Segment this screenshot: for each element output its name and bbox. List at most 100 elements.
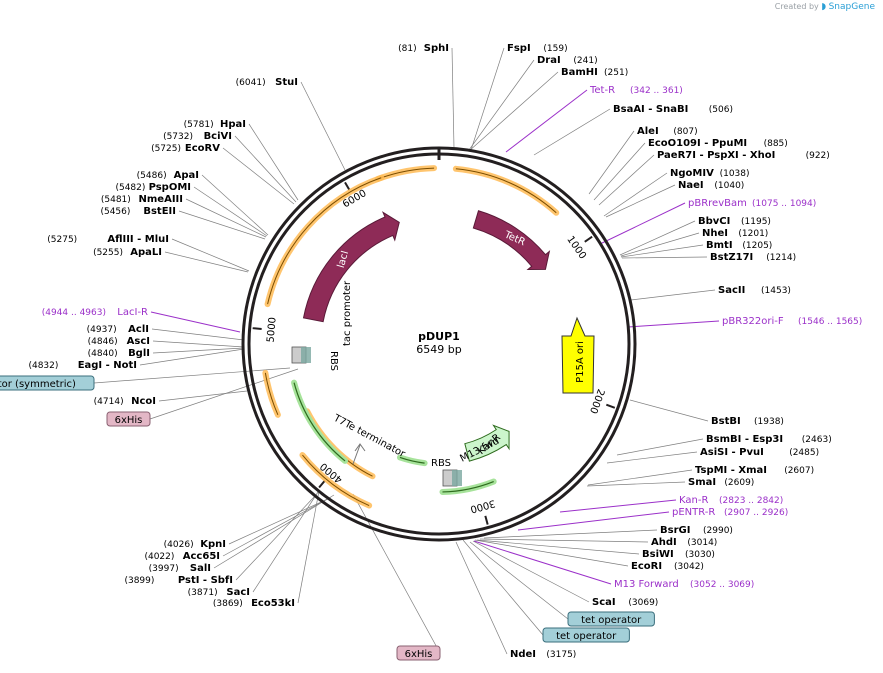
right-label-naei-9-pos: (1040) [714, 181, 744, 191]
left-label-acc65i-20-pos: (4022) [144, 552, 174, 562]
right-label-sacii-15-name: SacII [718, 285, 745, 296]
left-label-sphi-0-pos: (81) [398, 44, 416, 54]
terminator-glyph [352, 444, 361, 465]
left-label-apali-10-name: ApaLI [130, 247, 162, 258]
right-label-ecoo109i-ppumi-6-leader [593, 142, 646, 201]
right-label-bmti-13-leader [620, 244, 704, 258]
left-label-nmeaiii-7-leader [185, 198, 267, 238]
right-label-pentr-r-23-pos: (2907 .. 2926) [724, 508, 788, 518]
left-label-bsteii-8-name: BstEII [143, 206, 176, 217]
right-label-fspi-0-name: FspI [507, 43, 531, 54]
right-label-fspi-0-leader [470, 47, 505, 151]
right-label-asisi-pvui-19: AsiSI - PvuI(2485) [700, 447, 819, 458]
left-label-hpai-2-leader [248, 123, 299, 201]
laci-label: lacI [336, 250, 351, 270]
watermark: Created by ◗ SnapGene [775, 2, 875, 12]
right-label-tspmi-xmai-20-pos: (2607) [784, 466, 814, 476]
right-label-naei-9: NaeI(1040) [678, 180, 744, 191]
left-label-6xhis-25-box [396, 645, 441, 661]
right-label-bamhi-2: BamHI(251) [561, 67, 628, 78]
left-label-acc65i-20: Acc65I(4022) [144, 551, 220, 562]
left-label-nmeaiii-7-name: NmeAIII [139, 194, 183, 205]
left-label-acli-12: AclI(4937) [87, 324, 149, 335]
right-label-bstbi-17-name: BstBI [711, 416, 741, 427]
left-label-saci-23: SacI(3871) [188, 587, 250, 598]
plasmid-length: 6549 bp [416, 343, 461, 356]
right-label-asisi-pvui-19-leader [606, 451, 698, 464]
right-label-bbvci-11-pos: (1195) [741, 217, 771, 227]
right-label-pbrrevbam-10-name: pBRrevBam [688, 198, 747, 209]
left-label-apali-10-pos: (5255) [93, 248, 123, 258]
right-label-kan-r-22-pos: (2823 .. 2842) [719, 496, 783, 506]
right-label-sacii-15-pos: (1453) [761, 286, 791, 296]
left-label-laci-r-11-name: LacI-R [117, 307, 148, 318]
right-label-m13-forward-28-name: M13 Forward [614, 579, 679, 590]
left-label-pspomi-6-leader [193, 186, 268, 237]
right-label-smai-21-name: SmaI [688, 477, 716, 488]
right-label-bmti-13: BmtI(1205) [706, 240, 772, 251]
left-label-sali-21-leader [213, 494, 335, 569]
left-label-apali-10-leader [164, 251, 249, 273]
promoter-arc-1 [374, 165, 438, 182]
promoter-arc-line-2 [455, 168, 557, 214]
left-label-eagi-noti-15-name: EagI - NotI [78, 360, 137, 371]
left-label-sphi-0: SphI(81) [398, 43, 449, 54]
right-label-paer7i-pspxi-xhoi-7: PaeR7I - PspXI - XhoI(922) [657, 150, 830, 161]
right-label-drai-1-pos: (241) [573, 56, 597, 66]
right-label-tet-operator-31-text: tet operator [556, 631, 617, 642]
right-label-alei-5: AleI(807) [637, 126, 698, 137]
right-label-bsaai-snabi-4-leader [533, 108, 611, 156]
left-label-bcivi-3-name: BciVI [204, 131, 232, 142]
right-label-pbr322ori-f-16: pBR322ori-F(1546 .. 1565) [722, 316, 862, 327]
left-label-afliii-mlui-9: AflIII - MluI(5275) [47, 234, 169, 245]
left-label-ecorv-4-pos: (5725) [151, 144, 181, 154]
left-label-psti-sbfi-22-pos: (3899) [124, 576, 154, 586]
right-label-bmti-13-name: BmtI [706, 240, 733, 251]
right-label-nhei-12-leader [620, 232, 700, 257]
right-label-bbvci-11: BbvCI(1195) [698, 216, 771, 227]
right-label-nhei-12-name: NheI [702, 228, 728, 239]
right-label-asisi-pvui-19-name: AsiSI - PvuI [700, 447, 764, 458]
left-label-6xhis-25: 6xHis [396, 645, 441, 661]
left-label-bgli-14-name: BglI [128, 348, 150, 359]
right-label-tet-operator-31-box [542, 627, 630, 643]
left-label-eco53ki-24-pos: (3869) [213, 599, 243, 609]
tick-mark-2000 [605, 403, 616, 409]
right-label-paer7i-pspxi-xhoi-7-leader [598, 154, 655, 206]
left-label-asci-13-leader [152, 340, 245, 348]
right-label-bsmbi-esp3i-18-leader [616, 438, 704, 456]
right-label-scai-29-name: ScaI [592, 597, 616, 608]
right-label-bstbi-17-leader [629, 399, 709, 422]
right-label-pbrrevbam-10-pos: (1075 .. 1094) [752, 199, 816, 209]
tick-mark-5000 [252, 327, 262, 330]
left-label-hpai-2-name: HpaI [220, 119, 246, 130]
feature-p15a-ori: P15A ori [561, 316, 595, 394]
right-label-ngomiv-8-leader [603, 172, 668, 217]
right-label-pbr322ori-f-16-pos: (1546 .. 1565) [798, 317, 862, 327]
left-label-psti-sbfi-22: PstI - SbfI (3899) [124, 575, 233, 586]
tick-mark-1000 [584, 235, 593, 243]
right-label-scai-29-leader [472, 540, 590, 603]
right-label-smai-21-pos: (2609) [724, 478, 754, 488]
right-label-ahdi-25: AhdI(3014) [651, 537, 717, 548]
right-label-bamhi-2-leader [468, 71, 559, 152]
left-label-psti-sbfi-22-name: PstI - SbfI [178, 575, 233, 586]
right-label-bstz17i-14-name: BstZ17I [710, 252, 753, 263]
left-label-ncoi-17: NcoI(4714) [94, 396, 156, 407]
left-label-lac-operator-symmetric-16: lac operator (symmetric) [0, 375, 95, 391]
right-label-bsiwi-26-pos: (3030) [685, 550, 715, 560]
right-label-scai-29: ScaI(3069) [592, 597, 658, 608]
right-label-tet-operator-30-text: tet operator [581, 615, 642, 626]
right-label-nhei-12-pos: (1201) [738, 229, 768, 239]
promoter-arc-4 [262, 369, 281, 418]
right-label-tet-operator-30-leader [469, 541, 569, 620]
left-label-acc65i-20-leader [222, 496, 332, 557]
tac-promoter-label: tac promoter [342, 280, 353, 346]
rbs-label-bottom: RBS [431, 458, 451, 469]
right-label-tspmi-xmai-20: TspMI - XmaI(2607) [695, 465, 814, 476]
right-label-m13-forward-28-pos: (3052 .. 3069) [690, 580, 754, 590]
left-label-apai-5-leader [201, 174, 269, 236]
right-label-bsiwi-26: BsiWI(3030) [642, 549, 715, 560]
right-label-alei-5-name: AleI [637, 126, 659, 137]
left-label-kpni-19: KpnI(4026) [164, 539, 226, 550]
